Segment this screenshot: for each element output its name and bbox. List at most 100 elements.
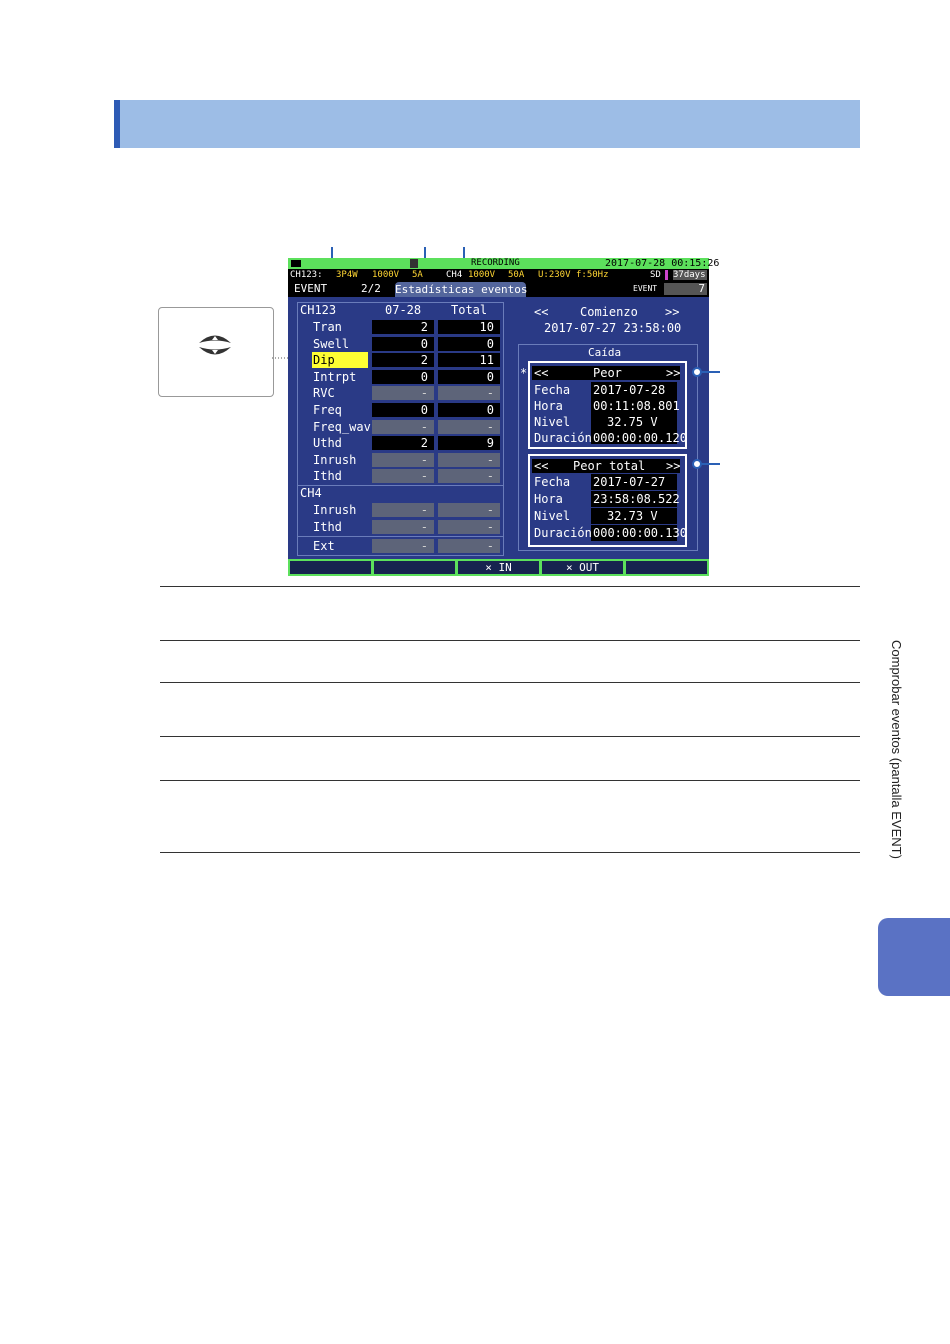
side-chapter-label: Comprobar eventos (pantalla EVENT): [884, 640, 904, 910]
dip-panel: [518, 344, 698, 551]
stat-row-label[interactable]: Ithd: [313, 469, 342, 484]
start-prev-button[interactable]: <<: [534, 305, 549, 319]
sd-days: 37days: [673, 270, 707, 280]
worst-time-value: 00:11:08.801: [591, 398, 680, 414]
status-bar: RECORDING 2017-07-28 00:15:26: [288, 258, 719, 269]
table-rule: [160, 736, 860, 737]
ch4-current: 50A: [508, 270, 525, 280]
stat-total-value: -: [438, 519, 500, 534]
function-key-3[interactable]: × IN: [458, 561, 539, 574]
sd-level-bar: [665, 270, 668, 280]
worst-total-prev-button[interactable]: <<: [534, 459, 549, 473]
stat-day-value: 2: [372, 353, 434, 368]
worst-total-date-label: Fecha: [534, 475, 571, 489]
table-rule: [160, 586, 860, 587]
worst-total-duration-value: 000:00:00.130: [591, 525, 687, 541]
worst-duration-value: 000:00:00.120: [591, 430, 687, 445]
worst-total-date-value: 2017-07-27: [591, 474, 677, 490]
group-ch4-label: CH4: [300, 486, 322, 500]
worst-total-time-label: Hora: [534, 492, 563, 506]
worst-date-value: 2017-07-28: [591, 382, 677, 398]
stat-row-label[interactable]: Inrush: [313, 503, 357, 517]
start-label: Comienzo: [580, 305, 638, 319]
callout-marker-worst: [692, 367, 702, 377]
worst-level-value: 32.75 V: [591, 414, 677, 430]
selection-marker: *: [520, 366, 528, 380]
stat-row-label[interactable]: Uthd: [313, 436, 342, 451]
event-screen-label: EVENT: [294, 282, 328, 295]
sd-label: SD: [650, 270, 661, 280]
start-next-button[interactable]: >>: [665, 305, 680, 319]
worst-total-next-button[interactable]: >>: [666, 459, 681, 473]
stat-row-label[interactable]: Inrush: [313, 452, 357, 467]
nominal-voltage: U:230V: [538, 270, 571, 280]
event-count: 7: [664, 283, 707, 295]
callout-marker-worst-total: [692, 459, 702, 469]
stat-day-value: -: [372, 503, 434, 517]
worst-next-button[interactable]: >>: [666, 366, 681, 380]
worst-duration-label: Duración: [534, 431, 592, 445]
worst-total-header: [532, 459, 680, 473]
frequency: f:50Hz: [576, 270, 609, 280]
column-total-header: Total: [451, 303, 488, 317]
voltage-range: 1000V: [372, 270, 400, 280]
worst-total-time-value: 23:58:08.522: [591, 491, 680, 507]
wiring-label: 3P4W: [336, 270, 358, 280]
worst-total-box: [528, 454, 687, 547]
stat-total-value: 0: [438, 369, 500, 384]
stats-box-ext: [297, 536, 504, 556]
stat-row-label[interactable]: Tran: [313, 320, 342, 334]
stat-row-label[interactable]: Ithd: [313, 519, 342, 534]
callout-line-worst-total: [702, 463, 720, 465]
instrument-screen: RECORDING 2017-07-28 00:15:26 CH123: 3P4…: [288, 258, 719, 576]
stat-day-value: 0: [372, 403, 434, 417]
function-key-1[interactable]: [290, 561, 371, 574]
worst-prev-button[interactable]: <<: [534, 366, 549, 380]
stat-total-value: -: [438, 452, 500, 467]
info-row: CH123: 3P4W 1000V 5A CH4 1000V 50A U:230…: [288, 269, 709, 281]
stat-total-value: -: [438, 419, 500, 434]
worst-box: [528, 361, 687, 449]
worst-total-level-value: 32.73 V: [591, 508, 677, 524]
worst-level-label: Nivel: [534, 415, 571, 429]
tab-statistics[interactable]: Estadísticas eventos: [395, 282, 528, 297]
worst-total-level-label: Nivel: [534, 509, 571, 523]
ext-label: Ext: [313, 539, 335, 553]
chapter-tab: [878, 918, 950, 996]
page-indicator: 2/2: [361, 282, 381, 295]
ch4-voltage: 1000V: [468, 270, 496, 280]
section-header-accent: [114, 100, 120, 148]
function-key-5[interactable]: [626, 561, 707, 574]
worst-title: Peor: [593, 366, 622, 380]
ext-day-value: -: [372, 539, 434, 553]
stat-row-label[interactable]: Intrpt: [313, 369, 357, 384]
stat-total-value: 9: [438, 436, 500, 451]
stat-total-value: 0: [438, 403, 500, 417]
stat-row-label[interactable]: Freq_wav: [313, 419, 371, 434]
worst-total-title: Peor total: [573, 459, 646, 473]
function-key-2[interactable]: [374, 561, 455, 574]
stat-row-label[interactable]: Swell: [313, 336, 350, 351]
ch4-label: CH4: [446, 270, 463, 280]
start-datetime: 2017-07-27 23:58:00: [544, 321, 682, 335]
stat-day-value: -: [372, 419, 434, 434]
stat-row-label[interactable]: Dip: [312, 352, 368, 369]
worst-total-duration-label: Duración: [534, 526, 592, 540]
stat-day-value: 2: [372, 436, 434, 451]
stat-day-value: -: [372, 469, 434, 484]
current-range: 5A: [412, 270, 423, 280]
ext-total-value: -: [438, 539, 500, 553]
stat-day-value: -: [372, 452, 434, 467]
event-count-label: EVENT: [633, 284, 658, 293]
stat-row-label[interactable]: RVC: [313, 386, 335, 401]
stat-day-value: 2: [372, 320, 434, 334]
stat-day-value: 0: [372, 369, 434, 384]
stat-total-value: -: [438, 386, 500, 401]
table-rule: [160, 682, 860, 683]
table-rule: [160, 780, 860, 781]
callout-line-worst: [702, 371, 720, 373]
function-key-4[interactable]: × OUT: [542, 561, 623, 574]
up-down-key-icon: [199, 335, 231, 355]
stat-day-value: 0: [372, 336, 434, 351]
stat-row-label[interactable]: Freq: [313, 403, 342, 417]
